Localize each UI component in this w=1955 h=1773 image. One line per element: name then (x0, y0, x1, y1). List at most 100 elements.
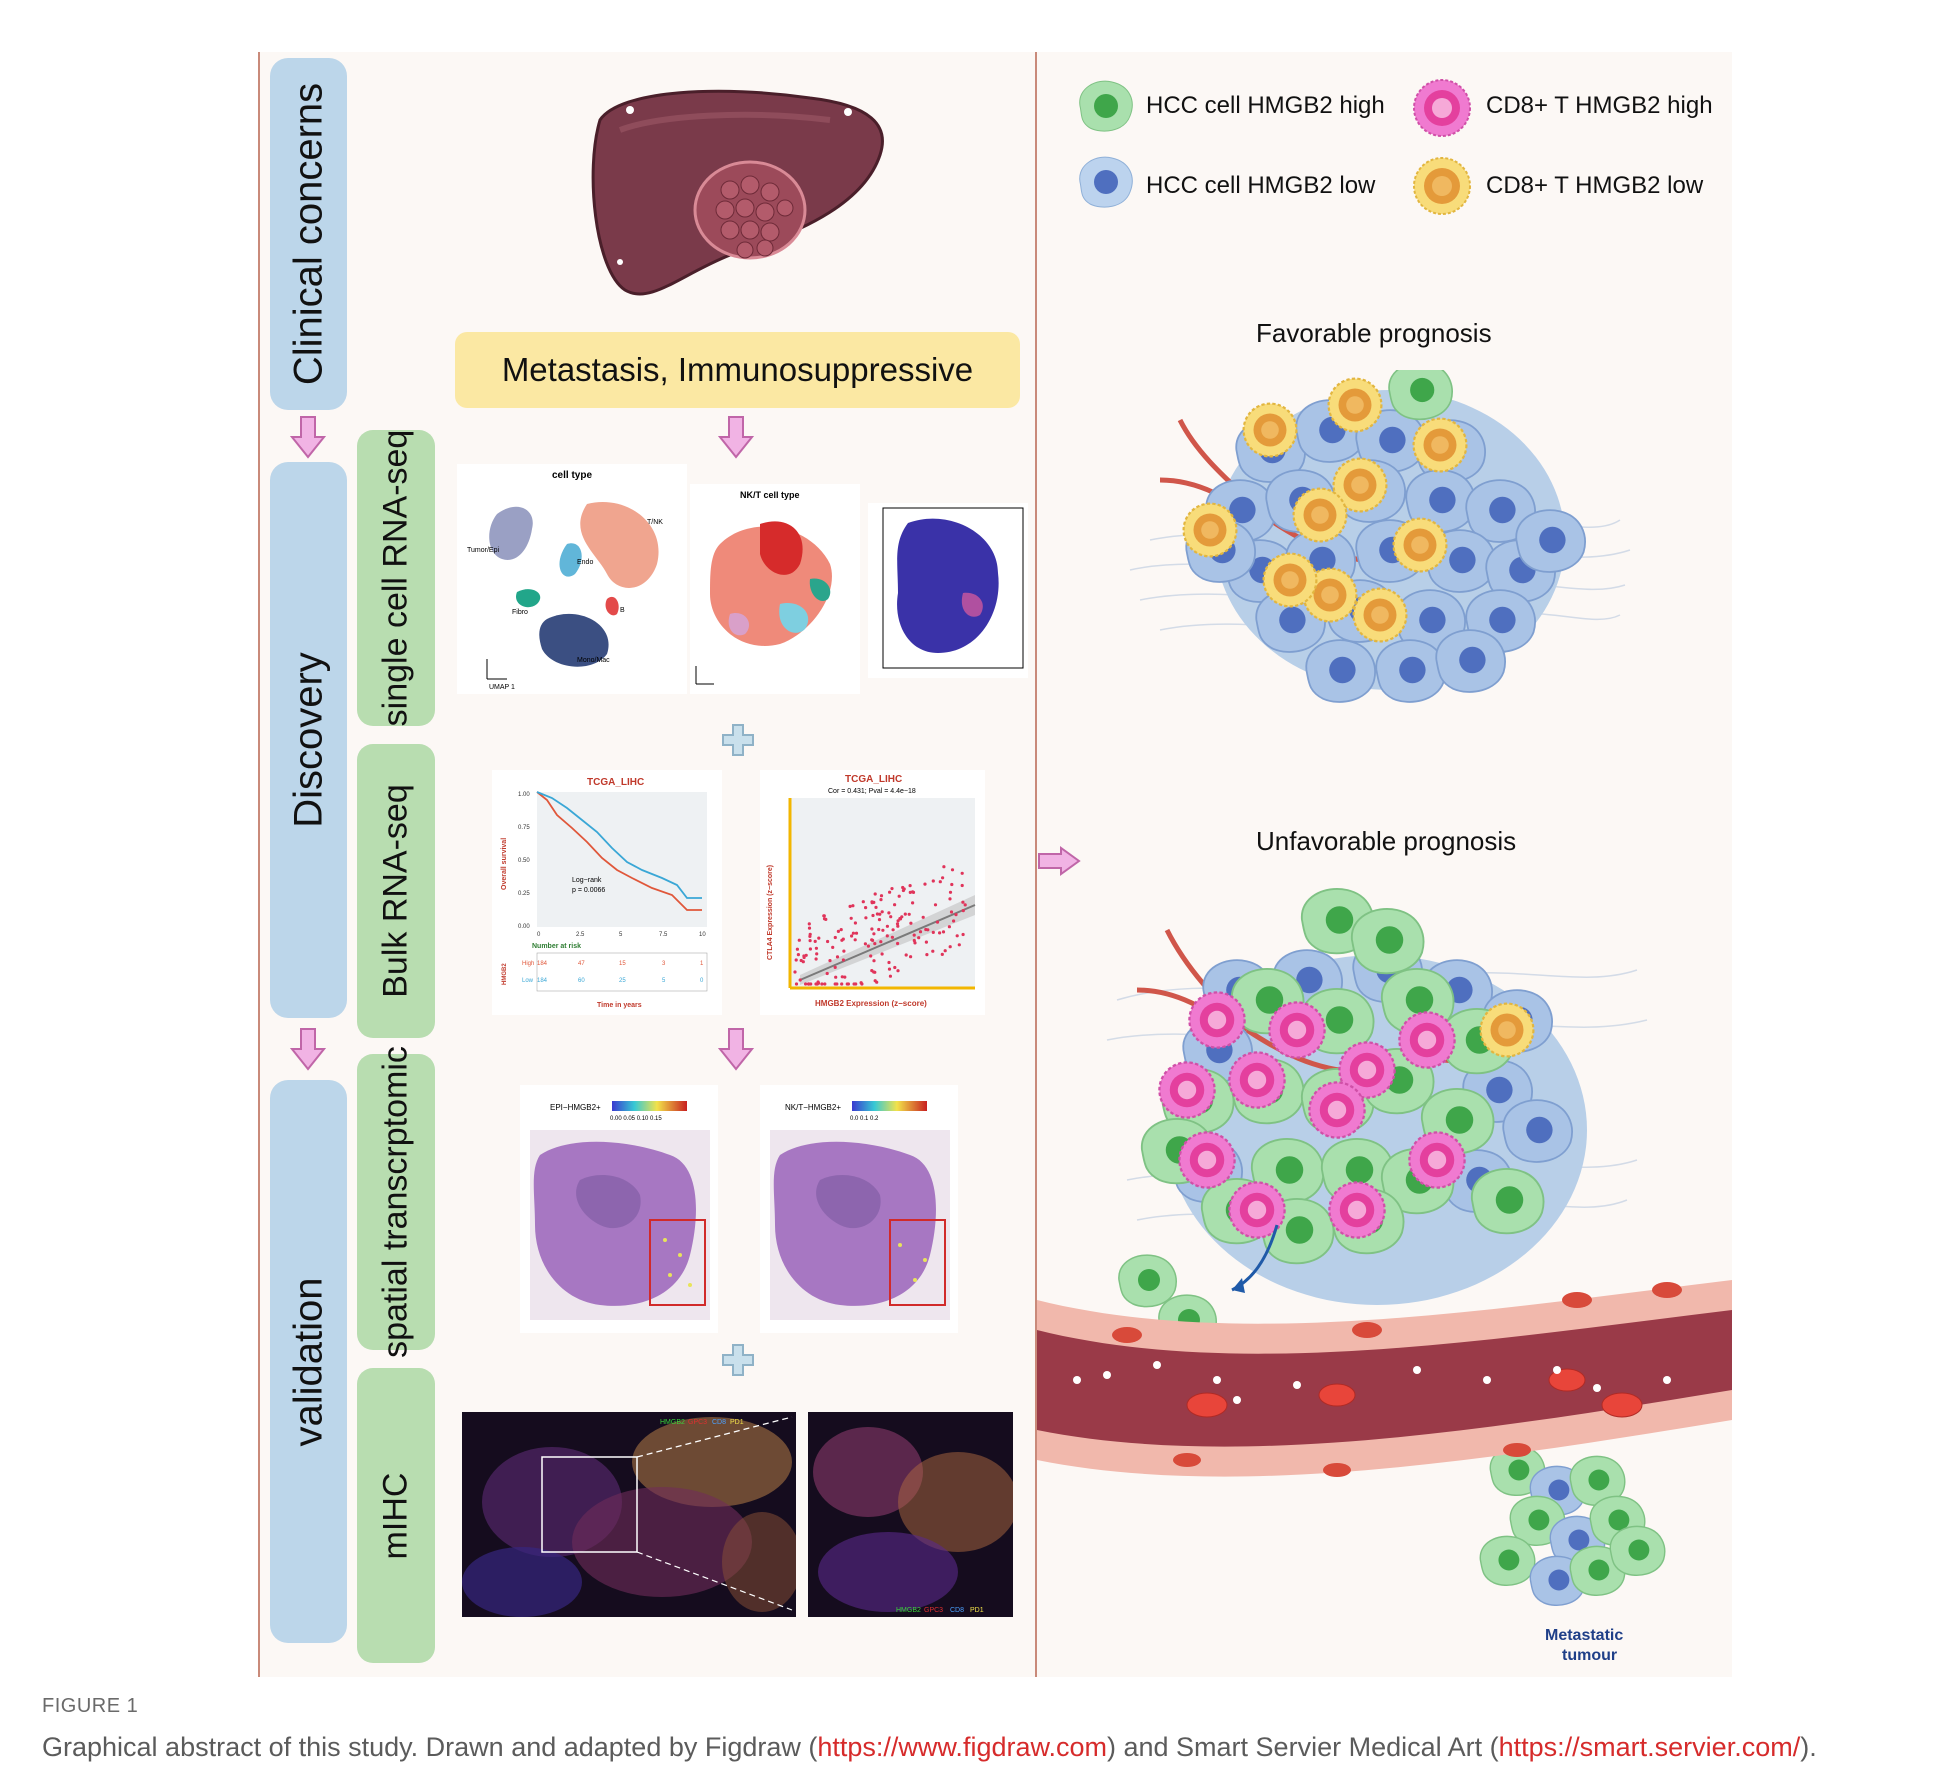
t-cell (1352, 587, 1408, 643)
scatter-point (822, 917, 827, 921)
scatter-point (896, 919, 900, 923)
scatter-point (872, 970, 876, 974)
hcc-cell (1118, 1254, 1177, 1308)
scatter-point (863, 942, 867, 946)
t-cell (1268, 1001, 1326, 1059)
scatter-point (843, 975, 847, 979)
t-cell (1332, 457, 1388, 513)
figure-label: FIGURE 1 (42, 1695, 139, 1717)
scatter-point (925, 953, 929, 957)
scatter-ylabel: CTLA4 Expression (z−score) (767, 865, 774, 960)
t-cell (1392, 517, 1448, 573)
substage-mihc-label: mIHC (376, 1472, 415, 1559)
scatter-point (808, 932, 812, 936)
scatter-point (814, 946, 818, 950)
scatter-point (918, 930, 923, 934)
spatial-epi-panel: EPI−HMGB2+ 0.00 0.05 0.10 0.15 (520, 1085, 718, 1333)
umap-label-tnk: T/NK (647, 519, 663, 526)
km-high-label: High (522, 961, 534, 967)
hcc-cell (1351, 908, 1425, 975)
scatter-point (854, 982, 858, 986)
scatter-point (866, 944, 870, 948)
km-logrank-label: Log−rank (572, 877, 602, 884)
scatter-point (911, 901, 915, 905)
scatter-point (822, 914, 826, 918)
spatial-left-label: EPI−HMGB2+ (550, 1103, 601, 1112)
km-xtick: 0 (537, 932, 541, 938)
hcc-cell (1375, 639, 1446, 703)
scatter-point (952, 919, 956, 923)
scatter-point (950, 882, 954, 887)
hcc-cell (1569, 1545, 1626, 1596)
scatter-point (948, 945, 952, 949)
scatter-point (804, 982, 808, 986)
substage-scrna-label: single cell RNA-seq (376, 429, 415, 727)
km-ylabel: Overall survival (501, 838, 508, 890)
favorable-prognosis-label: Favorable prognosis (1256, 318, 1492, 348)
hcc-cell (1569, 1455, 1626, 1506)
km-risk-count: 184 (537, 961, 548, 967)
km-risk-count: 47 (578, 961, 585, 967)
right-arrow-icon (1038, 846, 1081, 876)
scatter-point (869, 954, 873, 958)
scatter-point (917, 936, 921, 940)
unfavorable-prognosis-label: Unfavorable prognosis (1256, 826, 1517, 856)
scatter-point (802, 954, 806, 958)
scatter-point (872, 959, 876, 963)
scatter-point (941, 930, 946, 934)
t-cell (1158, 1061, 1216, 1119)
down-arrow-icon (718, 416, 754, 459)
scatter-point (861, 900, 865, 904)
mihc-zoom-image: HMGB2 GPC3 CD8 PD1 (808, 1412, 1013, 1617)
hcc-low-cell-icon (1079, 156, 1133, 208)
spatial-left-scale: 0.00 0.05 0.10 0.15 (610, 1116, 662, 1122)
scatter-point (806, 982, 811, 986)
scatter-point (947, 925, 951, 929)
substage-mihc: mIHC (357, 1368, 435, 1663)
scatter-point (896, 941, 900, 946)
scatter-point (795, 947, 799, 951)
scatter-point (885, 934, 889, 938)
scatter-point (893, 903, 897, 907)
scatter-point (875, 980, 879, 984)
scatter-point (924, 927, 928, 932)
scatter-point (835, 955, 840, 959)
scatter-point (820, 982, 824, 986)
scatter-point (955, 934, 959, 938)
km-risk-count: 15 (619, 961, 626, 967)
caption-link-figdraw[interactable]: https://www.figdraw.com (817, 1732, 1107, 1762)
caption-text: ) and Smart Servier Medical Art ( (1107, 1732, 1499, 1762)
scatter-point (813, 939, 817, 943)
scatter-point (890, 887, 894, 891)
scatter-point (833, 965, 837, 969)
hcc-cell (1479, 1535, 1536, 1586)
scatter-point (825, 971, 829, 976)
scatter-point (794, 958, 798, 962)
scatter-point (960, 871, 964, 875)
scatter-point (888, 890, 892, 894)
scatter-point (796, 953, 800, 957)
scatter-point (864, 916, 868, 920)
umap-axis-x: UMAP 1 (489, 684, 515, 691)
mihc-overview-image: HMGB2 GPC3 CD8 PD1 (462, 1412, 796, 1617)
scatter-point (943, 949, 947, 953)
km-risk-count: 1 (700, 961, 704, 967)
scatter-point (885, 924, 889, 928)
scatter-point (889, 915, 893, 919)
down-arrow-icon (718, 1028, 754, 1071)
scatter-point (924, 940, 928, 944)
caption-link-servier[interactable]: https://smart.servier.com/ (1498, 1732, 1801, 1762)
scatter-point (931, 930, 935, 934)
t-cell (1398, 1011, 1456, 1069)
scatter-point (799, 958, 803, 963)
scatter-point (870, 901, 874, 905)
spatial-right-scale: 0.0 0.1 0.2 (850, 1116, 879, 1122)
umap-cell-type-plot: cell type Tumor/Epi T/NK Endo Fibro B Mo… (457, 464, 687, 694)
scatter-point (845, 982, 849, 986)
km-risk-count: 0 (700, 978, 704, 984)
scatter-point (875, 912, 879, 916)
caption-text: Graphical abstract of this study. Drawn … (42, 1732, 818, 1762)
hcc-high-cell-icon (1079, 80, 1133, 132)
clinical-concern-box: Metastasis, Immunosuppressive (455, 332, 1020, 408)
mihc-legend-hmgb2: HMGB2 (660, 1419, 685, 1426)
